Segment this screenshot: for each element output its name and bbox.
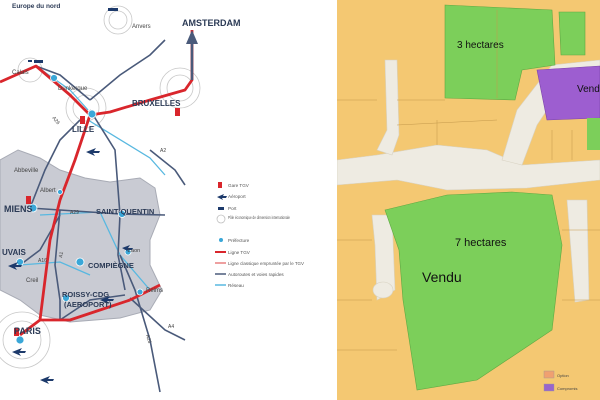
- region-area: [0, 149, 163, 323]
- map-legend: Gare TGV Aéroport Port Pôle économique d…: [215, 182, 305, 288]
- legend-label-6: Ligne classique empruntée par le TGV: [228, 261, 305, 266]
- legend-label-5: Ligne TGV: [228, 250, 251, 255]
- parcel-compromis: [536, 65, 600, 121]
- parcel-top-right-label: Vendu: [577, 84, 600, 95]
- regional-map-panel: Europe du nord AMSTERDAM Anvers Calais D…: [0, 3, 305, 393]
- legend-label-8: Réseau: [228, 283, 244, 288]
- amsterdam-arrow: [186, 30, 198, 80]
- city-label-beauvais: UVAIS: [2, 248, 27, 257]
- legend-port-icon: [218, 207, 224, 210]
- parcel-green-right-top: [558, 11, 586, 56]
- parcel-center-sold-label: Vendu: [422, 269, 462, 285]
- city-label-albert: Albert: [40, 188, 56, 194]
- pin-reims: [136, 288, 144, 296]
- tgv-lines: [0, 30, 194, 337]
- city-label-anvers: Anvers: [132, 24, 151, 30]
- pin-albert: [57, 189, 63, 195]
- parcel-green-right-strip: [587, 118, 600, 150]
- legend-label-0: Gare TGV: [228, 183, 250, 188]
- road-labels: A26 A2 A29 A16 A1 A4 A26: [38, 115, 174, 344]
- legend-compromis-swatch: [543, 383, 555, 392]
- legend-label-3: Pôle économique de dimension internation…: [228, 215, 290, 220]
- parcel-7-hectares: [384, 191, 563, 391]
- legend-prefecture-icon: [219, 238, 223, 242]
- station-icon: [14, 108, 180, 336]
- parcel-top-label: 3 hectares: [457, 40, 504, 51]
- legend-label-2: Port: [228, 206, 237, 211]
- city-label-laon: Laon: [128, 248, 140, 254]
- road-a16: A16: [38, 258, 47, 264]
- pin-saint-quentin: [118, 210, 126, 218]
- city-label-amsterdam: AMSTERDAM: [182, 18, 241, 28]
- legend-pole-icon: [216, 214, 226, 224]
- parcel-plan: 3 hectares Vendu 7 hectares Vendu Option…: [337, 0, 600, 400]
- road-a4: A4: [168, 324, 174, 330]
- city-pins: [15, 74, 144, 345]
- city-label-creil: Creil: [26, 278, 38, 284]
- region-label: Europe du nord: [12, 3, 60, 10]
- airport-icon: [8, 148, 133, 384]
- legend-option-swatch: [543, 370, 555, 379]
- legend-compromis-label: Compromis: [557, 386, 577, 391]
- city-label-dunkerque: Dunkerque: [58, 86, 88, 92]
- legend-label-7: Autoroutes et voies rapides: [228, 272, 284, 277]
- city-label-calais: Calais: [12, 70, 29, 76]
- port-icon: [28, 8, 118, 63]
- pin-roissy: [62, 294, 70, 302]
- highway-lines: [19, 39, 186, 393]
- parcel-legend: Option Compromis: [543, 370, 577, 392]
- city-label-lille: LILLE: [72, 125, 95, 134]
- pin-compiegne: [75, 257, 85, 267]
- city-label-paris: PARIS: [14, 326, 41, 336]
- pin-beauvais: [16, 258, 24, 266]
- pin-dunkerque: [50, 74, 58, 82]
- legend-option-label: Option: [557, 373, 569, 378]
- parcel-boundaries: [337, 10, 600, 351]
- parcel-3-hectares: [444, 4, 556, 101]
- city-label-abbeville: Abbeville: [14, 168, 39, 174]
- city-label-roissy-1: ROISSY-CDG: [62, 290, 109, 299]
- pin-lille: [87, 109, 97, 119]
- legend-label-4: Préfecture: [228, 238, 250, 243]
- legend-station-icon: [218, 182, 222, 188]
- road-a1: A1: [58, 251, 65, 258]
- legend-label-1: Aéroport: [228, 194, 246, 199]
- parcel-center-label: 7 hectares: [455, 237, 507, 249]
- pin-amiens: [28, 203, 38, 213]
- road-a26: A26: [50, 115, 60, 126]
- road-a29: A29: [70, 210, 79, 216]
- regional-map: Europe du nord AMSTERDAM Anvers Calais D…: [0, 3, 305, 393]
- parcel-plan-panel: 3 hectares Vendu 7 hectares Vendu Option…: [337, 0, 600, 400]
- city-label-amiens: MIENS: [4, 204, 33, 214]
- pin-paris: [15, 335, 25, 345]
- city-label-roissy-2: (AEROPORT): [64, 300, 112, 309]
- city-label-bruxelles: BRUXELLES: [132, 99, 181, 108]
- road-a2: A2: [160, 148, 166, 154]
- city-label-saint-quentin: SAINT-QUENTIN: [96, 207, 154, 216]
- city-label-reims: Reims: [146, 288, 163, 294]
- road-a26b: A26: [144, 334, 152, 344]
- legend-airport-icon: [217, 194, 227, 200]
- city-label-compiegne: COMPIÈGNE: [88, 261, 134, 270]
